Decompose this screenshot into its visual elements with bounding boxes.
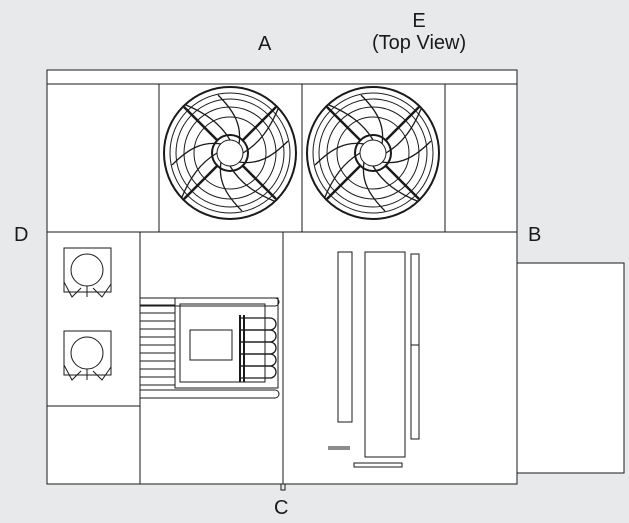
fan-icon (163, 86, 297, 220)
side-extension-box (516, 262, 625, 474)
coil-assembly (140, 297, 280, 399)
label-e: E (412, 10, 426, 32)
label-e-top-view: E (Top View) (372, 10, 466, 54)
label-d: D (14, 224, 29, 246)
electrical-panel (328, 251, 420, 468)
compressor-icon (63, 330, 112, 381)
label-a: A (258, 33, 272, 55)
compressor-icon (63, 247, 112, 298)
drain-stub (280, 483, 286, 491)
fan-icon (306, 86, 440, 220)
cabinet-outline (46, 69, 518, 485)
label-b: B (528, 224, 542, 246)
label-top-view: (Top View) (372, 32, 467, 54)
label-c: C (274, 497, 289, 519)
fan-panel-right (301, 83, 446, 233)
